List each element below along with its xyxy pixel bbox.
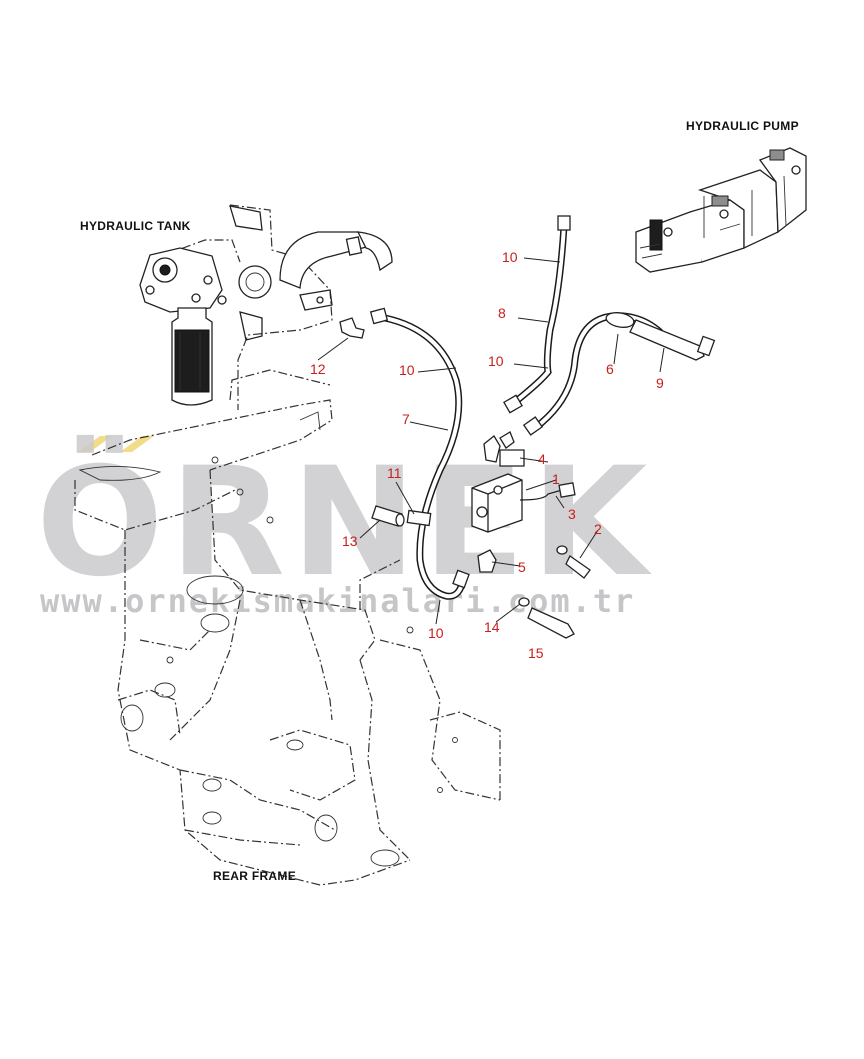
callout-13: 13 <box>342 533 358 549</box>
rear-frame-drawing <box>74 369 501 886</box>
watermark-brand: ÖRNEK <box>36 434 653 610</box>
hydraulic-tank-drawing <box>139 204 393 410</box>
callout-10: 10 <box>399 362 415 378</box>
callout-leaders <box>317 257 665 625</box>
hydraulic-pump-drawing <box>635 147 807 273</box>
callout-3: 3 <box>568 506 576 522</box>
callout-11: 11 <box>387 465 402 481</box>
callout-10: 10 <box>488 353 504 369</box>
callout-9: 9 <box>656 375 664 391</box>
callout-14: 14 <box>484 619 500 635</box>
hoses-and-valve <box>369 215 716 639</box>
callout-10: 10 <box>502 249 518 265</box>
callout-1: 1 <box>552 471 560 487</box>
callout-12: 12 <box>310 361 326 377</box>
watermark: ÖRNEK www.ornekismakinalari.com.tr <box>36 434 653 620</box>
watermark-accent-right <box>120 436 154 452</box>
callout-15: 15 <box>528 645 544 661</box>
callout-4: 4 <box>538 451 546 467</box>
callout-5: 5 <box>518 559 526 575</box>
label-hydraulic-tank: HYDRAULIC TANK <box>80 219 191 233</box>
callout-7: 7 <box>402 411 410 427</box>
callout-10: 10 <box>428 625 444 641</box>
watermark-accent-left <box>78 436 112 452</box>
label-hydraulic-pump: HYDRAULIC PUMP <box>686 119 799 133</box>
label-rear-frame: REAR FRAME <box>213 869 296 883</box>
callout-2: 2 <box>594 521 602 537</box>
callout-6: 6 <box>606 361 614 377</box>
callout-8: 8 <box>498 305 506 321</box>
